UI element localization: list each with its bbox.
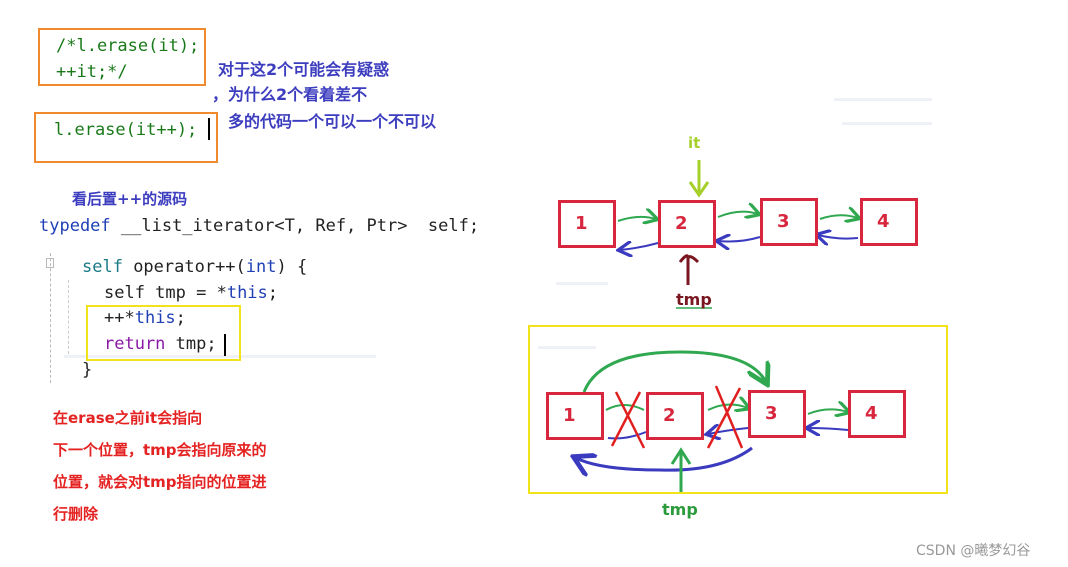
func-tmp-line: self tmp = *this;	[104, 283, 278, 303]
text-cursor	[224, 334, 226, 356]
return-tail: tmp;	[165, 334, 217, 354]
prev-arrow	[818, 235, 859, 239]
list-node: 1	[558, 200, 616, 248]
next-arrow	[617, 217, 656, 221]
watermark: CSDN @曦梦幻谷	[916, 543, 1031, 559]
source-heading: 看后置++的源码	[72, 190, 188, 208]
text-cursor	[208, 118, 210, 140]
note-line-1: 对于这2个可能会有疑惑	[218, 60, 390, 79]
tmp-label-top: tmp	[676, 290, 712, 309]
next-arrow	[819, 215, 858, 219]
list-node: 4	[848, 390, 906, 438]
prev-arrow	[620, 243, 659, 250]
next-arrow	[807, 409, 848, 414]
explanation-line-2: 下一个位置，tmp会指向原来的	[53, 441, 267, 459]
relink-back-arrow	[576, 446, 753, 470]
next-arrow	[707, 404, 748, 410]
indent-guide	[68, 280, 70, 354]
typedef-line: typedef __list_iterator<T, Ref, Ptr> sel…	[39, 216, 479, 236]
code-line-erase-postfix: l.erase(it++);	[54, 120, 198, 140]
tmp-label-bottom: tmp	[662, 500, 698, 519]
it-label: it	[688, 134, 701, 152]
cut-mark	[610, 391, 646, 449]
prev-arrow	[607, 431, 647, 440]
int-keyword: int	[245, 257, 277, 277]
faint-mark	[556, 282, 608, 285]
func-close-brace: }	[82, 360, 93, 380]
func-increment-line: ++*this;	[104, 308, 186, 328]
code-line-increment-commented: ++it;*/	[56, 62, 128, 82]
relink-arrow	[582, 350, 766, 393]
code-gutter-guide	[50, 253, 52, 383]
typedef-rest: __list_iterator<T, Ref, Ptr> self;	[110, 216, 480, 236]
commented-code-box	[38, 28, 206, 86]
it-pointer-arrow	[688, 160, 710, 198]
list-node: 2	[646, 392, 704, 440]
explanation-line-1: 在erase之前it会指向	[53, 409, 203, 427]
faint-mark	[538, 346, 596, 349]
note-line-2: ，为什么2个看着差不	[212, 85, 368, 104]
cut-mark	[706, 385, 744, 449]
prev-arrow	[718, 237, 761, 242]
return-type: self	[82, 257, 134, 277]
postfix-code-box	[34, 112, 218, 163]
faint-mark	[64, 355, 376, 358]
list-node: 2	[658, 200, 716, 248]
func-signature-tail: ) {	[276, 257, 308, 277]
tmp-decl-tail: ;	[267, 283, 279, 303]
tmp-pointer-arrow	[670, 447, 692, 494]
tmp-pointer-arrow	[678, 254, 700, 285]
next-arrow	[717, 212, 758, 217]
increment-op: ++*	[104, 308, 135, 328]
this-keyword: this	[226, 283, 268, 303]
erase-diagram-frame	[528, 325, 948, 494]
collapse-toggle[interactable]	[46, 258, 54, 268]
func-return-line: return tmp;	[104, 334, 217, 354]
note-line-3: 多的代码一个可以一个不可以	[228, 112, 437, 131]
prev-arrow	[808, 428, 849, 430]
list-node: 3	[760, 198, 818, 246]
func-signature-line: self operator++(int) {	[82, 257, 307, 277]
list-node: 1	[546, 392, 604, 440]
this-keyword: this	[134, 308, 176, 328]
increment-tail: ;	[175, 308, 186, 328]
code-line-erase-commented: /*l.erase(it);	[56, 36, 200, 56]
list-node: 3	[748, 390, 806, 438]
next-arrow	[605, 404, 645, 411]
return-keyword: return	[104, 334, 166, 354]
tmp-decl: self tmp = *	[104, 283, 227, 303]
highlight-box	[86, 305, 241, 361]
explanation-line-3: 位置，就会对tmp指向的位置进	[53, 473, 267, 491]
prev-arrow	[708, 428, 749, 434]
typedef-keyword: typedef	[39, 216, 111, 236]
explanation-line-4: 行删除	[53, 505, 99, 523]
faint-mark	[834, 98, 932, 101]
list-node: 4	[860, 198, 918, 246]
func-name: operator++(	[133, 257, 246, 277]
faint-mark	[842, 122, 932, 125]
